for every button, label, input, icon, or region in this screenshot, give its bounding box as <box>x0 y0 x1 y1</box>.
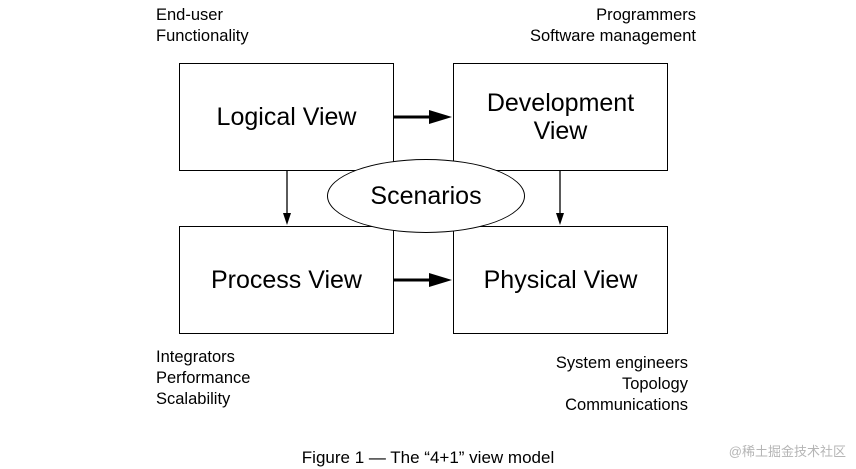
physical-view-box: Physical View <box>453 226 668 334</box>
note-line-system-engineers: System engineers <box>555 354 688 372</box>
note-logical-stakeholders: End-user Functionality <box>156 5 249 47</box>
development-view-label-line1: Development <box>486 89 635 117</box>
note-line-functionality: Functionality <box>156 27 249 45</box>
scenarios-label: Scenarios <box>370 181 482 210</box>
arrow-development-to-physical <box>556 171 564 225</box>
arrow-logical-to-process <box>283 171 291 225</box>
scenarios-ellipse-shape <box>327 159 525 233</box>
note-line-programmers: Programmers <box>596 6 696 24</box>
note-line-communications: Communications <box>565 396 688 414</box>
development-view-label-line2: View <box>533 117 588 145</box>
arrow-logical-to-development <box>394 110 452 124</box>
arrow-process-to-physical <box>394 273 452 287</box>
note-process-stakeholders: Integrators Performance Scalability <box>156 347 250 410</box>
figure-caption: Figure 1 — The “4+1” view model <box>301 448 555 467</box>
note-line-topology: Topology <box>621 375 688 393</box>
note-line-end-user: End-user <box>156 6 223 24</box>
watermark: @稀土掘金技术社区 <box>728 444 846 459</box>
note-line-scalability: Scalability <box>156 390 231 408</box>
note-development-stakeholders: Programmers Software management <box>530 5 696 47</box>
note-line-performance: Performance <box>156 369 251 387</box>
note-physical-stakeholders: System engineers Topology Communications <box>556 353 688 416</box>
scenarios-ellipse: Scenarios <box>327 159 525 233</box>
logical-view-box: Logical View <box>179 63 394 171</box>
physical-view-label: Physical View <box>483 266 638 294</box>
note-line-software-management: Software management <box>529 27 696 45</box>
note-line-integrators: Integrators <box>156 348 235 366</box>
development-view-box: Development View <box>453 63 668 171</box>
process-view-box: Process View <box>179 226 394 334</box>
logical-view-label: Logical View <box>216 103 357 131</box>
process-view-label: Process View <box>211 266 362 294</box>
